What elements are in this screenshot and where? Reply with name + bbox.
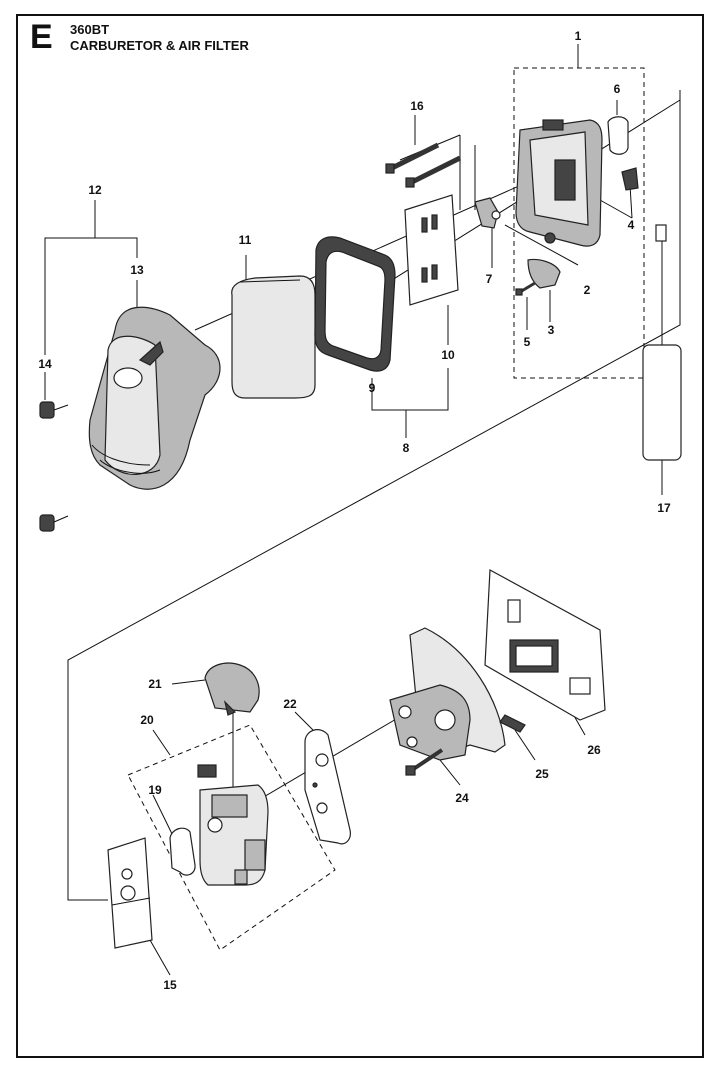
page-border [16, 14, 704, 1058]
part-label-24: 24 [455, 791, 469, 805]
cover-knob-top [39, 401, 69, 419]
part-label-3: 3 [548, 323, 555, 337]
part-label-12: 12 [88, 183, 102, 197]
part-label-19: 19 [148, 783, 162, 797]
heat-shield [484, 569, 606, 721]
screw-small [515, 281, 536, 296]
o-ring [607, 116, 629, 155]
part-label-17: 17 [657, 501, 671, 515]
part-label-14: 14 [38, 357, 52, 371]
part-label-26: 26 [587, 743, 601, 757]
section-letter: E [30, 18, 53, 56]
part-label-4: 4 [628, 218, 635, 232]
intake-adapter [389, 627, 526, 761]
gasket [169, 827, 196, 876]
part-label-2: 2 [584, 283, 591, 297]
model-number: 360BT [70, 22, 110, 37]
knob [621, 167, 639, 191]
part-label-7: 7 [486, 272, 493, 286]
part-label-11: 11 [239, 233, 252, 247]
part-label-5: 5 [524, 335, 531, 349]
part-label-9: 9 [369, 381, 376, 395]
bolts [385, 142, 462, 188]
part-label-13: 13 [130, 263, 144, 277]
part-label-10: 10 [441, 348, 455, 362]
cover-knob-bottom [39, 514, 69, 532]
diagram-title: CARBURETOR & AIR FILTER [70, 38, 249, 53]
upper-group-outline [67, 67, 681, 901]
part-label-8: 8 [403, 441, 410, 455]
long-screw [405, 748, 444, 776]
carburetor-gasket [304, 729, 351, 845]
part-label-6: 6 [614, 82, 621, 96]
air-filter-cover [88, 306, 221, 490]
part-label-22: 22 [283, 697, 297, 711]
gasket-plate [107, 837, 153, 949]
part-label-25: 25 [535, 767, 549, 781]
part-label-1: 1 [575, 29, 582, 43]
bracket [527, 258, 561, 289]
pre-filter-frame [314, 236, 396, 372]
carburetor [197, 764, 269, 886]
air-filter [231, 275, 316, 399]
part-label-16: 16 [410, 99, 424, 113]
label [642, 224, 682, 461]
filter-housing [515, 119, 603, 247]
part-label-15: 15 [163, 978, 177, 992]
primer-bulb [204, 662, 260, 716]
part-label-21: 21 [148, 677, 162, 691]
part-number-labels: 1 2 3 4 5 6 7 8 9 10 11 12 13 14 15 16 1… [38, 29, 671, 992]
part-label-20: 20 [140, 713, 154, 727]
clamp [474, 197, 501, 229]
plate [404, 194, 459, 306]
